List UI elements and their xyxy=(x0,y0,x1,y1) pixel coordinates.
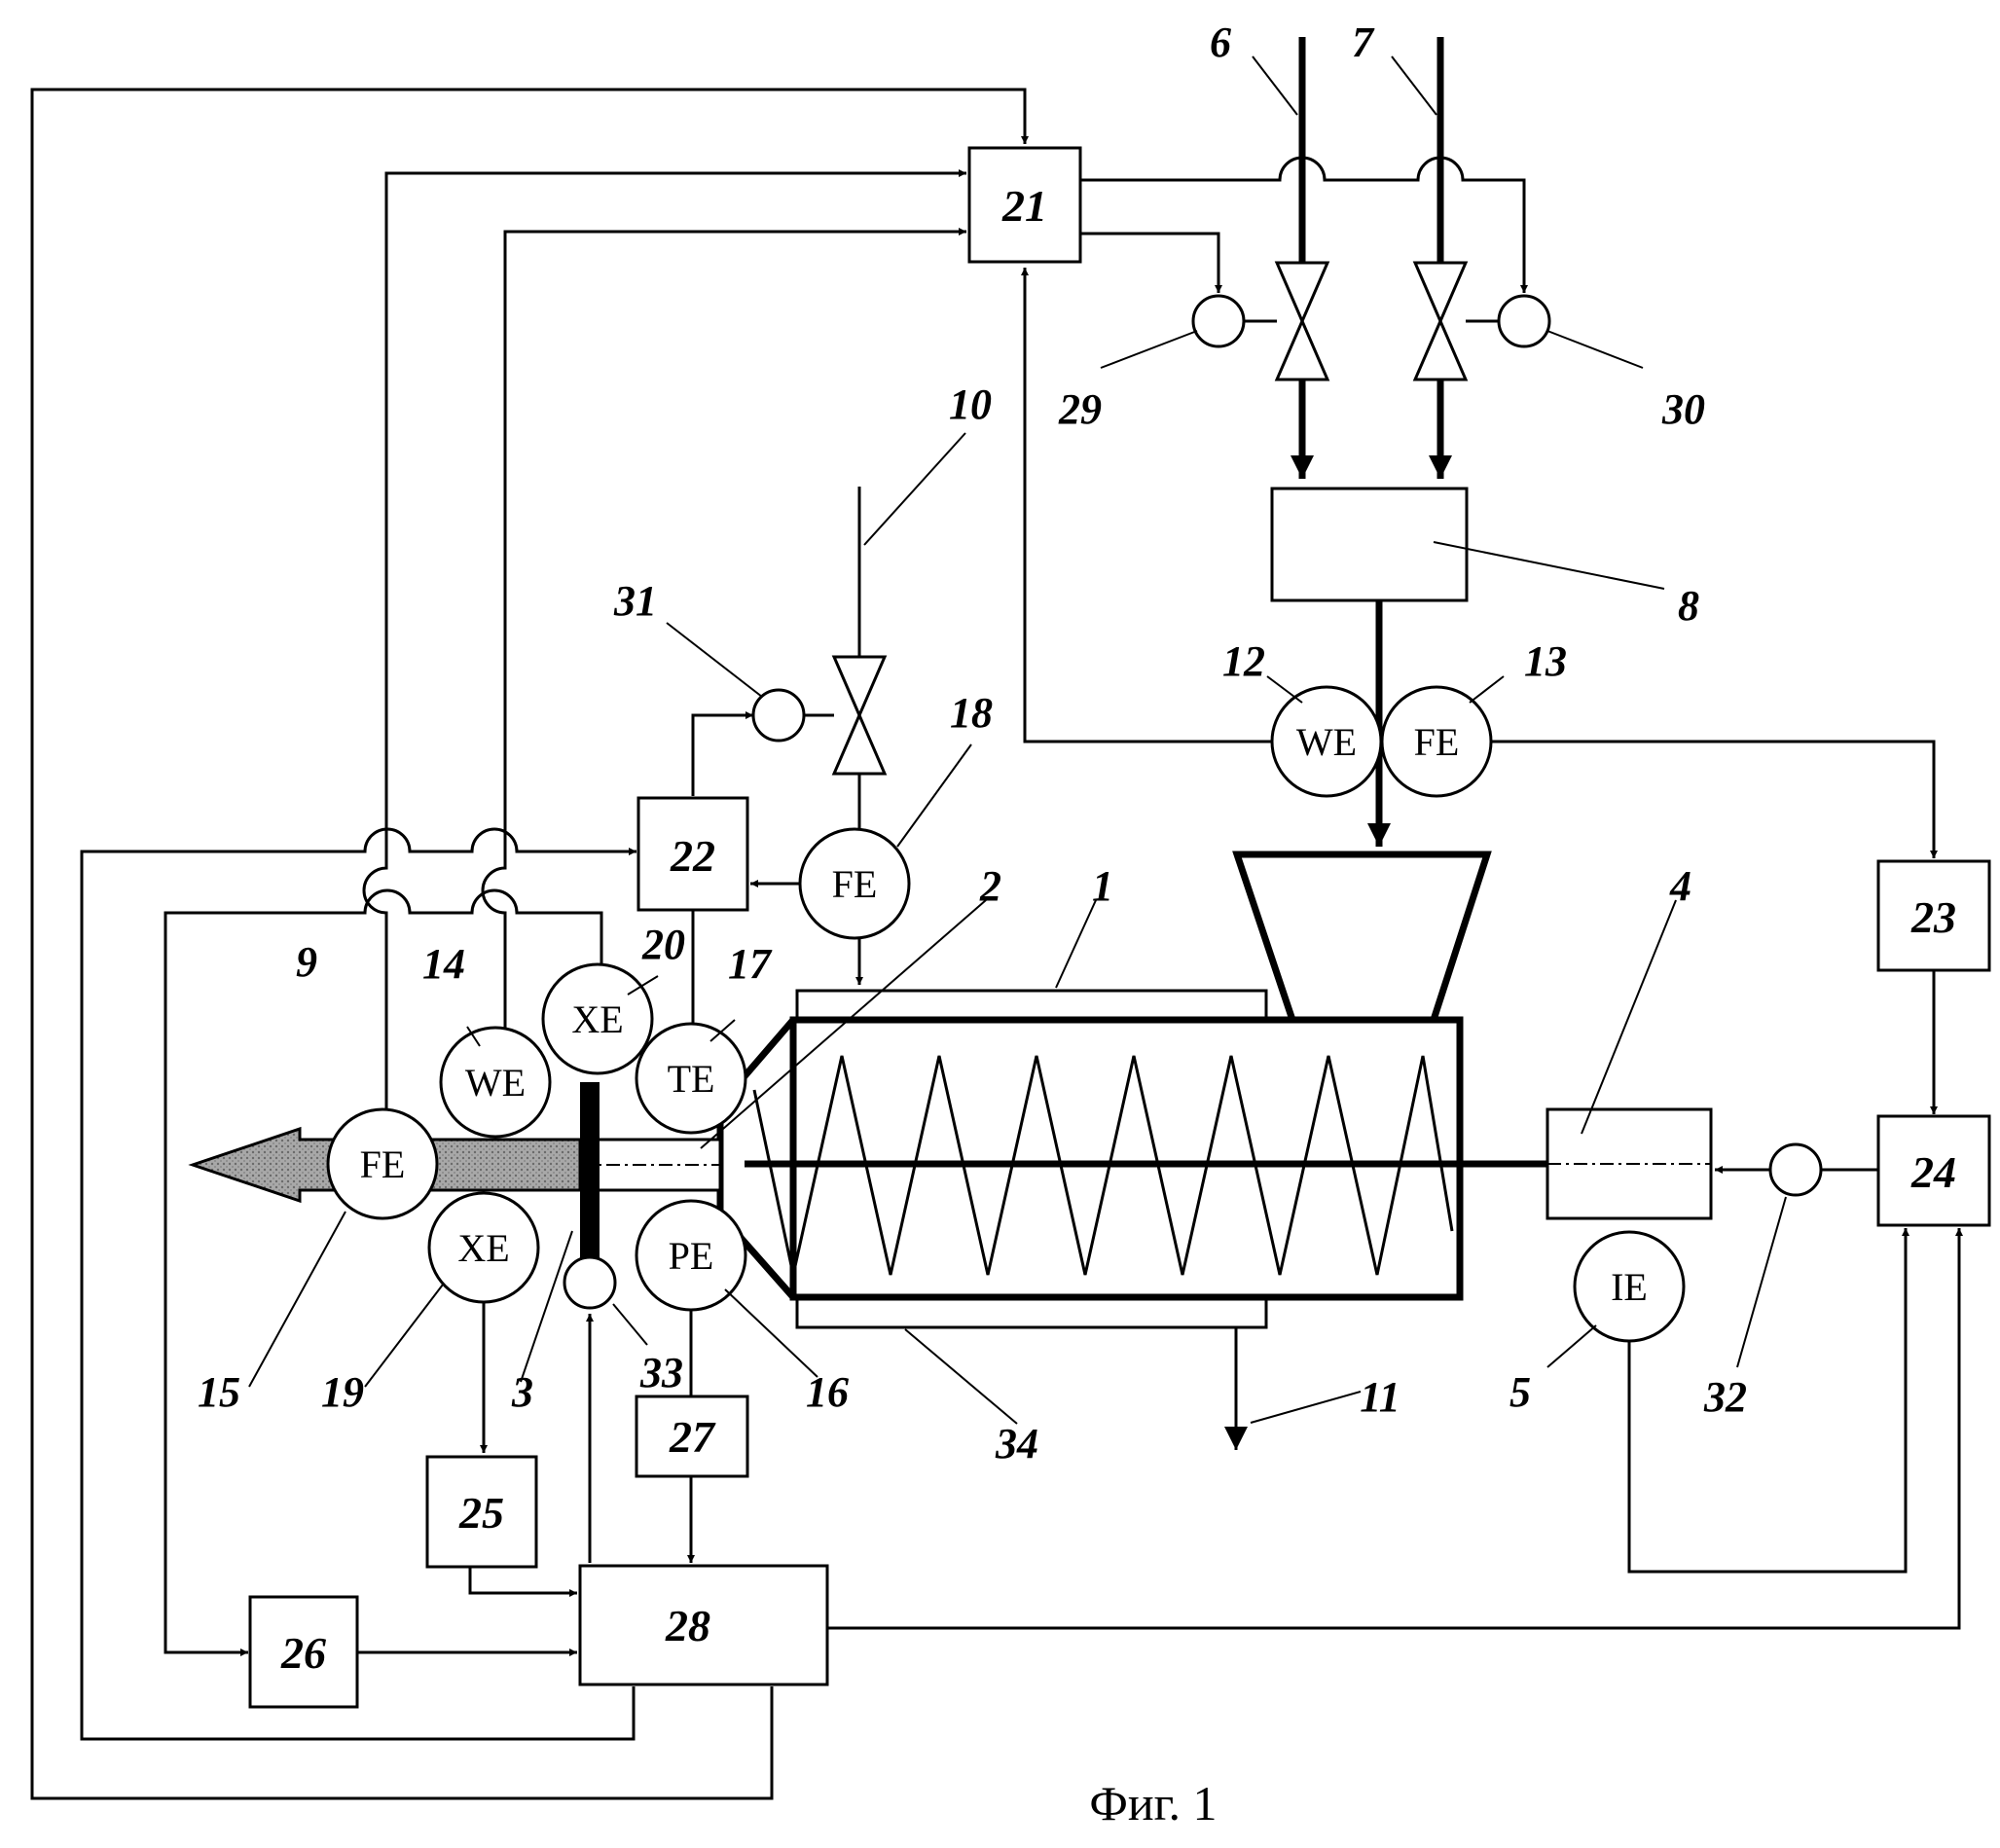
label-12: 12 xyxy=(1222,637,1265,685)
label-1: 1 xyxy=(1092,862,1113,910)
label-18: 18 xyxy=(950,689,993,737)
sensor-fe-18: FE xyxy=(800,829,909,938)
label-8: 8 xyxy=(1678,582,1699,630)
svg-text:25: 25 xyxy=(458,1488,504,1538)
svg-text:23: 23 xyxy=(1910,892,1956,942)
actuator-32 xyxy=(1770,1144,1821,1195)
label-31: 31 xyxy=(613,577,657,625)
label-5: 5 xyxy=(1509,1368,1531,1416)
sensor-we-12: WE xyxy=(1272,687,1381,796)
label-11: 11 xyxy=(1360,1373,1400,1421)
actuator-30 xyxy=(1499,296,1549,346)
label-14: 14 xyxy=(422,940,465,988)
label-2: 2 xyxy=(979,862,1001,910)
sensor-xe-20: XE xyxy=(543,964,652,1073)
label-4: 4 xyxy=(1669,862,1691,910)
block-25: 25 xyxy=(427,1457,536,1567)
actuator-33 xyxy=(564,1257,615,1308)
sensor-fe-15: FE xyxy=(328,1109,437,1218)
die-2 xyxy=(580,1140,720,1190)
label-7: 7 xyxy=(1352,18,1375,66)
label-33: 33 xyxy=(639,1349,683,1396)
label-15: 15 xyxy=(198,1368,240,1416)
svg-text:27: 27 xyxy=(669,1412,716,1462)
svg-text:IE: IE xyxy=(1611,1265,1648,1309)
block-28: 28 xyxy=(580,1566,827,1685)
valve-10 xyxy=(834,487,885,835)
svg-text:WE: WE xyxy=(1296,720,1357,764)
label-29: 29 xyxy=(1058,385,1102,433)
svg-text:TE: TE xyxy=(668,1057,715,1101)
block-23: 23 xyxy=(1878,861,1989,970)
drive-4 xyxy=(1547,1109,1711,1218)
signal-lines xyxy=(32,90,1959,1798)
label-6: 6 xyxy=(1210,18,1231,66)
svg-text:24: 24 xyxy=(1910,1147,1956,1197)
svg-text:28: 28 xyxy=(665,1601,710,1650)
svg-text:FE: FE xyxy=(360,1142,406,1186)
sensor-xe-19: XE xyxy=(429,1193,538,1302)
label-19: 19 xyxy=(321,1368,364,1416)
label-17: 17 xyxy=(728,940,773,988)
label-10: 10 xyxy=(949,380,992,428)
svg-text:XE: XE xyxy=(457,1226,509,1270)
label-9: 9 xyxy=(296,938,317,986)
actuator-29 xyxy=(1193,296,1244,346)
sensor-fe-13: FE xyxy=(1382,687,1491,796)
block-26: 26 xyxy=(250,1597,357,1707)
svg-text:26: 26 xyxy=(280,1628,326,1678)
svg-text:FE: FE xyxy=(1414,720,1460,764)
valve-7 xyxy=(1415,263,1466,380)
label-3: 3 xyxy=(511,1368,533,1416)
label-16: 16 xyxy=(806,1368,849,1416)
label-30: 30 xyxy=(1661,385,1705,433)
block-24: 24 xyxy=(1878,1116,1989,1225)
actuator-31 xyxy=(753,690,804,741)
label-32: 32 xyxy=(1703,1373,1747,1421)
figure-caption: Фиг. 1 xyxy=(1089,1776,1217,1830)
label-13: 13 xyxy=(1524,637,1567,685)
block-27: 27 xyxy=(636,1396,747,1476)
svg-text:22: 22 xyxy=(670,831,715,881)
label-34: 34 xyxy=(995,1420,1038,1468)
sensor-ie-5: IE xyxy=(1575,1232,1684,1341)
svg-text:PE: PE xyxy=(669,1234,714,1278)
block-8 xyxy=(1272,489,1467,600)
svg-text:WE: WE xyxy=(465,1061,526,1105)
valve-6 xyxy=(1277,263,1327,380)
svg-text:XE: XE xyxy=(571,997,623,1041)
sensor-we-14: WE xyxy=(441,1028,550,1137)
block-22: 22 xyxy=(638,798,747,910)
block-21: 21 xyxy=(969,148,1080,262)
svg-text:21: 21 xyxy=(1001,181,1047,231)
sensor-te-17: TE xyxy=(636,1024,745,1133)
svg-text:FE: FE xyxy=(832,862,878,906)
label-20: 20 xyxy=(641,921,685,968)
